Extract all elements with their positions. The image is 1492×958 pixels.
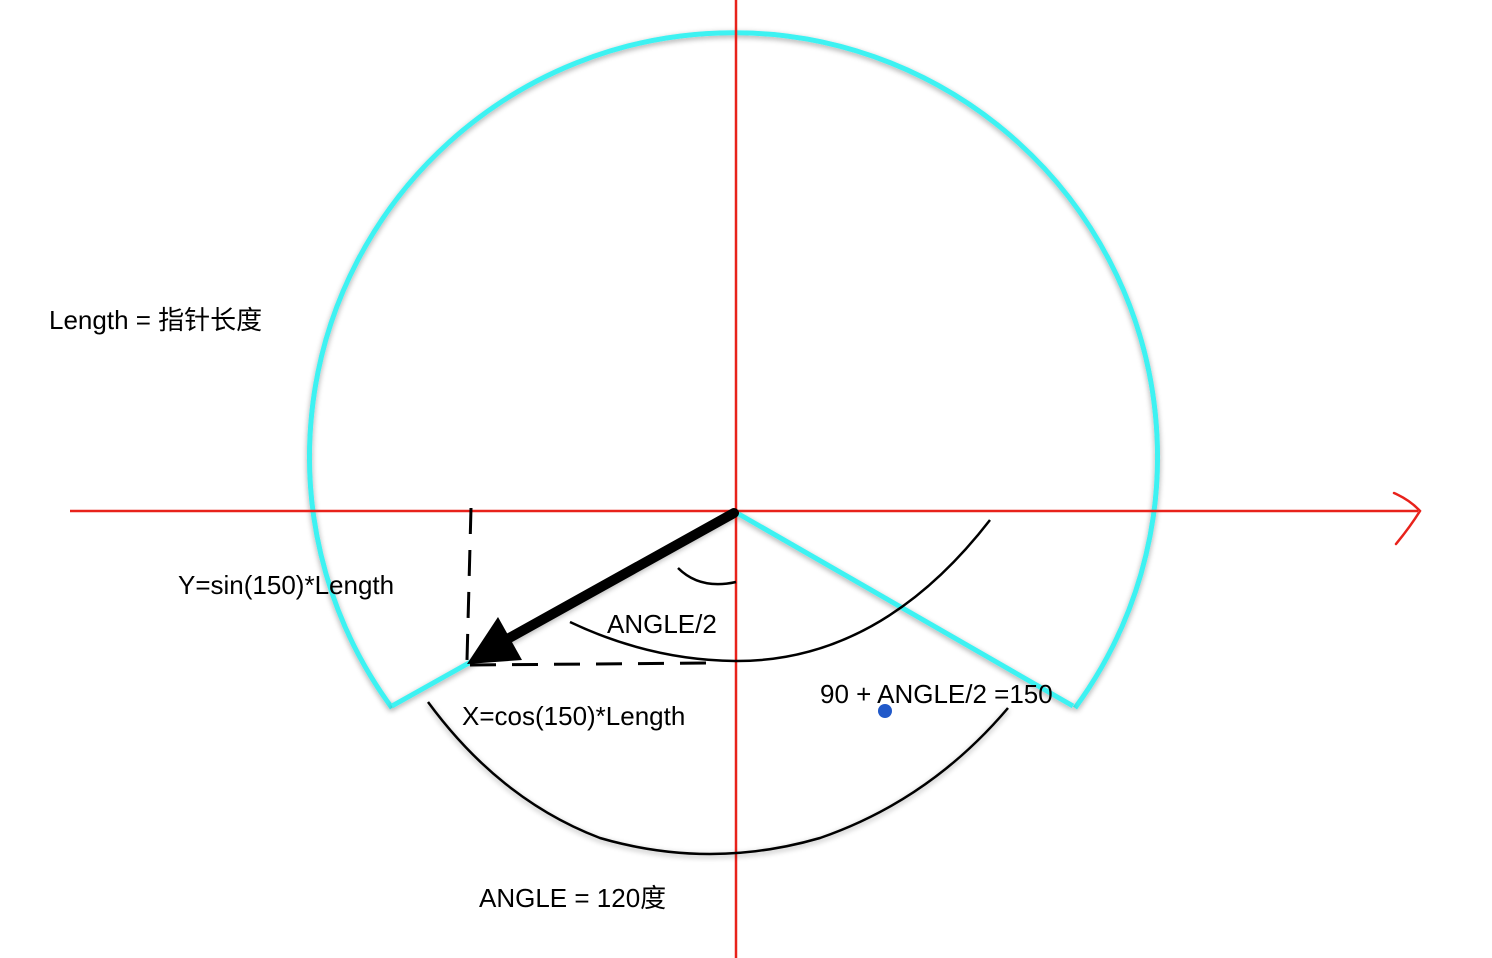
angle-total-label: ANGLE = 120度 <box>479 883 667 913</box>
horizontal-axis-arrowhead <box>1392 491 1422 546</box>
pointer-needle <box>497 508 739 647</box>
y-projection-dashed-line <box>465 507 473 661</box>
half-angle-label: ANGLE/2 <box>607 609 717 639</box>
marker-dot <box>878 704 892 718</box>
half-angle-arc <box>677 567 737 586</box>
angle-150-arc <box>569 519 991 663</box>
length-definition-label: Length = 指针长度 <box>49 305 263 335</box>
x-formula-label: X=cos(150)*Length <box>462 701 686 731</box>
pointer-arrowhead <box>467 617 522 664</box>
gauge-circle-arc <box>307 30 1160 710</box>
angle-total-arc <box>426 701 1009 856</box>
x-projection-dashed-line <box>469 661 713 667</box>
gauge-right-boundary-line <box>735 510 1075 709</box>
angle-sum-label: 90 + ANGLE/2 =150 <box>820 679 1053 709</box>
y-formula-label: Y=sin(150)*Length <box>178 570 395 600</box>
